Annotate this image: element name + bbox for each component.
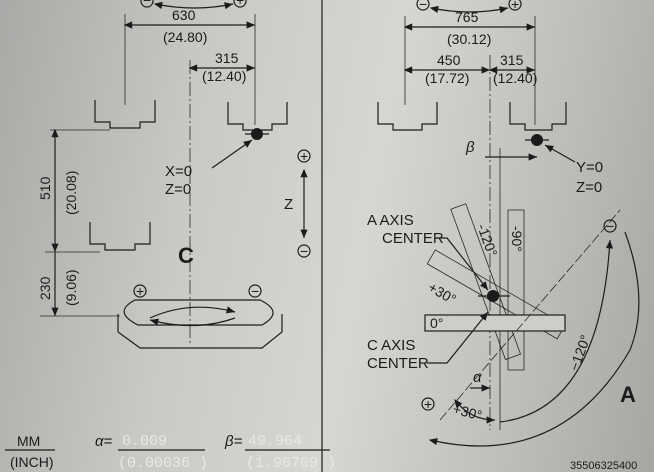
c-axis-center-label: C AXIS xyxy=(367,337,415,354)
rotation-arrow xyxy=(153,1,234,10)
angle-plus-30: +30° xyxy=(426,279,459,308)
minus-sign: − xyxy=(251,283,259,299)
c-axis-label: C xyxy=(178,243,194,268)
left-panel: − + 630 (24.80) 315 (12.40) X=0 Z=0 510 … xyxy=(37,0,311,349)
minus-circle-icon xyxy=(140,0,154,8)
minus-sign: − xyxy=(300,243,308,259)
unit-mm: MM xyxy=(17,433,40,449)
alpha-label: α= xyxy=(95,433,113,450)
plus-sign: + xyxy=(511,0,519,12)
angle-zero: 0° xyxy=(430,315,443,331)
beta-symbol: β xyxy=(465,139,475,156)
spindle-head-left xyxy=(377,102,438,131)
beta-label: β= xyxy=(224,433,243,450)
dim-765-mm: 765 xyxy=(455,9,479,25)
part-number: 35506325400 xyxy=(570,460,637,472)
plus-sign: + xyxy=(136,283,144,299)
dim-315-inch: (12.40) xyxy=(202,68,246,84)
a-axis-center-label: A AXIS xyxy=(367,212,414,229)
z-axis-label: Z xyxy=(284,196,293,213)
minus-sign: − xyxy=(419,0,427,12)
dim-450-mm: 450 xyxy=(437,52,461,68)
right-panel: − + 765 (30.12) 450 (17.72) 315 (12.40) … xyxy=(367,0,640,447)
dim-315-mm: 315 xyxy=(500,52,524,68)
alpha-mm-value: 0.009 xyxy=(122,433,167,450)
z-zero-label: Z=0 xyxy=(165,181,191,198)
minus-circle-icon xyxy=(297,244,311,258)
dim-315-mm: 315 xyxy=(215,50,239,66)
angle-minus-90: -90° xyxy=(509,226,525,252)
plus-circle-icon xyxy=(233,0,247,8)
beta-inch-value: (1.96709 ) xyxy=(246,455,336,472)
minus-sign: − xyxy=(143,0,151,8)
z-zero-label: Z=0 xyxy=(576,179,602,196)
spindle-head-origin xyxy=(509,102,567,131)
dim-630-inch: (24.80) xyxy=(163,29,207,45)
unit-inch: (INCH) xyxy=(10,454,54,470)
dim-450-inch: (17.72) xyxy=(425,70,469,86)
arc-minus-120: −120° xyxy=(566,333,594,373)
minus-sign: − xyxy=(606,218,614,234)
spindle-head-lower xyxy=(89,222,151,251)
plus-circle-icon xyxy=(133,284,147,298)
alpha-symbol: α xyxy=(473,369,482,386)
dim-630-mm: 630 xyxy=(172,7,196,23)
dim-230-inch: (9.06) xyxy=(63,269,79,306)
c-axis-center-label-2: CENTER xyxy=(367,355,429,372)
footer: MM (INCH) α= 0.009 (0.00036 ) β= 49.964 … xyxy=(5,433,637,472)
spindle-head-origin xyxy=(227,102,288,131)
dim-510-mm: 510 xyxy=(37,176,53,200)
x-zero-label: X=0 xyxy=(165,163,192,180)
dim-230-mm: 230 xyxy=(37,276,53,300)
plus-circle-icon xyxy=(508,0,522,11)
minus-circle-icon xyxy=(248,284,262,298)
a-axis-label: A xyxy=(620,382,636,407)
plus-circle-icon xyxy=(297,149,311,163)
beta-mm-value: 49.964 xyxy=(248,433,302,450)
plus-sign: + xyxy=(300,148,308,164)
plus-sign: + xyxy=(424,396,432,412)
minus-circle-icon xyxy=(603,219,617,233)
a-axis-center-label-2: CENTER xyxy=(382,230,444,247)
spindle-head-upper xyxy=(94,100,156,129)
rotary-table xyxy=(123,299,274,326)
arc-plus-30: +30° xyxy=(451,400,484,423)
plus-sign: + xyxy=(236,0,244,8)
zero-degree-fixture xyxy=(424,314,566,332)
angle-minus-120: -120° xyxy=(474,222,501,259)
y-zero-label: Y=0 xyxy=(576,159,603,176)
dim-765-inch: (30.12) xyxy=(447,31,491,47)
dim-510-inch: (20.08) xyxy=(63,171,79,215)
dim-315-inch: (12.40) xyxy=(493,70,537,86)
plus-circle-icon xyxy=(421,397,435,411)
minus-circle-icon xyxy=(416,0,430,11)
alpha-inch-value: (0.00036 ) xyxy=(118,455,208,472)
